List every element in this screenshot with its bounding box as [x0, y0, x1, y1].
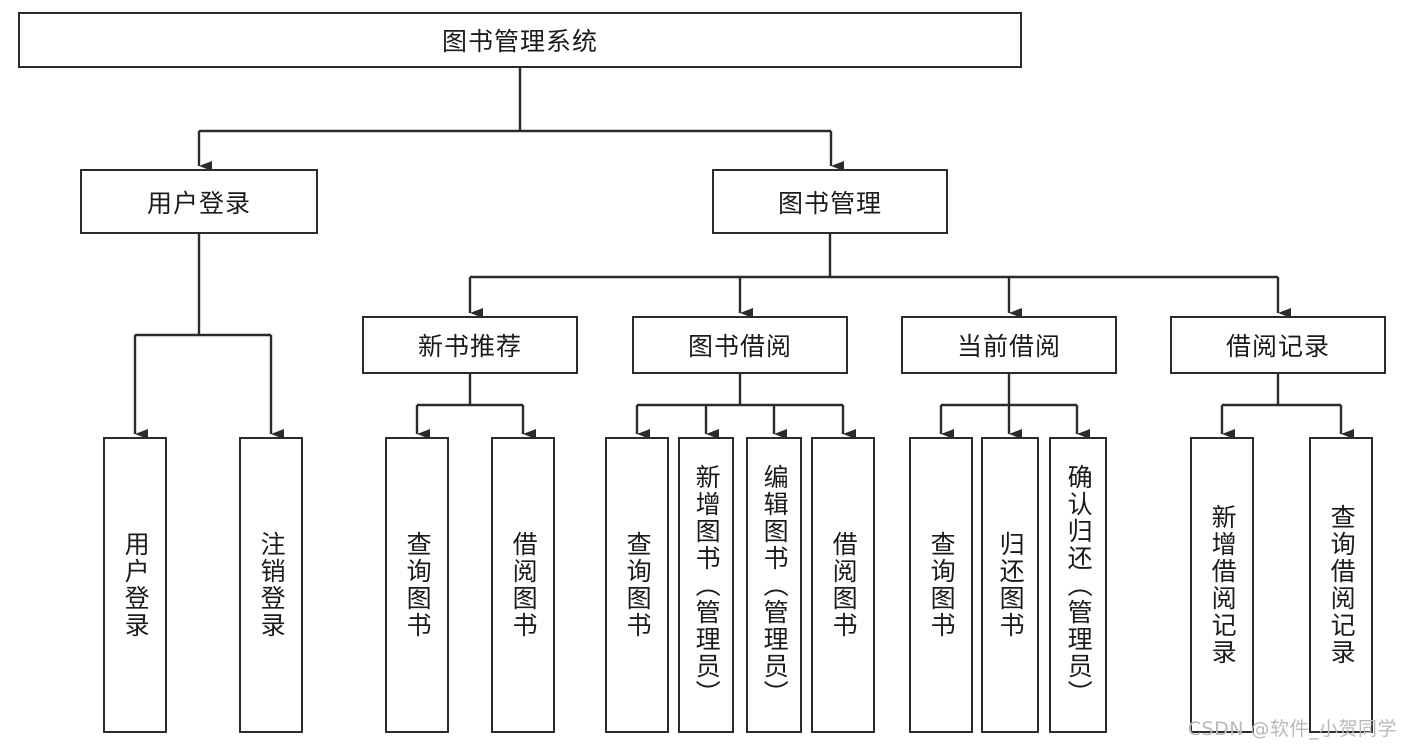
- node-new-book-recommend[interactable]: 新书推荐: [362, 316, 578, 374]
- node-book-borrow[interactable]: 图书借阅: [632, 316, 848, 374]
- node-borrow-records[interactable]: 借阅记录: [1170, 316, 1386, 374]
- node-label: 查询图书: [403, 531, 433, 639]
- node-label: 新增图书（管理员）: [692, 463, 722, 707]
- leaf-user-login[interactable]: 用户登录: [103, 437, 167, 733]
- node-current-borrow[interactable]: 当前借阅: [901, 316, 1117, 374]
- node-label: 图书管理: [777, 188, 882, 218]
- node-label: 新书推荐: [417, 332, 522, 361]
- leaf-borrow-query-book[interactable]: 查询图书: [605, 437, 669, 733]
- leaf-borrow-edit-book-admin[interactable]: 编辑图书（管理员）: [746, 437, 802, 733]
- node-label: 确认归还（管理员）: [1064, 463, 1094, 707]
- node-label: 用户登录: [121, 531, 151, 639]
- leaf-logout-login[interactable]: 注销登录: [239, 437, 303, 733]
- node-label: 当前借阅: [956, 332, 1061, 361]
- leaf-newbooks-borrow-book[interactable]: 借阅图书: [491, 437, 555, 733]
- leaf-borrow-borrow-book[interactable]: 借阅图书: [811, 437, 875, 733]
- node-label: 图书管理系统: [441, 27, 598, 56]
- leaf-records-add-record[interactable]: 新增借阅记录: [1190, 437, 1254, 733]
- node-label: 用户登录: [146, 188, 251, 218]
- csdn-watermark: CSDN @软件_小贺同学: [1187, 718, 1397, 740]
- node-label: 图书借阅: [687, 332, 792, 361]
- node-label: 借阅图书: [509, 531, 539, 639]
- node-label: 借阅记录: [1225, 332, 1330, 361]
- node-user-login[interactable]: 用户登录: [80, 169, 318, 234]
- leaf-records-query-record[interactable]: 查询借阅记录: [1309, 437, 1373, 733]
- node-book-management[interactable]: 图书管理: [712, 169, 948, 234]
- node-label: 借阅图书: [829, 531, 859, 639]
- leaf-current-return-book[interactable]: 归还图书: [981, 437, 1039, 733]
- node-label: 注销登录: [257, 531, 287, 639]
- leaf-newbooks-query-book[interactable]: 查询图书: [385, 437, 449, 733]
- leaf-borrow-add-book-admin[interactable]: 新增图书（管理员）: [678, 437, 734, 733]
- node-label: 查询图书: [623, 531, 653, 639]
- leaf-current-confirm-return-admin[interactable]: 确认归还（管理员）: [1049, 437, 1107, 733]
- node-label: 查询图书: [927, 531, 957, 639]
- node-label: 编辑图书（管理员）: [760, 463, 790, 707]
- node-root-book-system[interactable]: 图书管理系统: [18, 12, 1022, 68]
- node-label: 归还图书: [996, 531, 1026, 639]
- leaf-current-query-book[interactable]: 查询图书: [909, 437, 973, 733]
- node-label: 查询借阅记录: [1327, 504, 1357, 666]
- node-label: 新增借阅记录: [1208, 504, 1238, 666]
